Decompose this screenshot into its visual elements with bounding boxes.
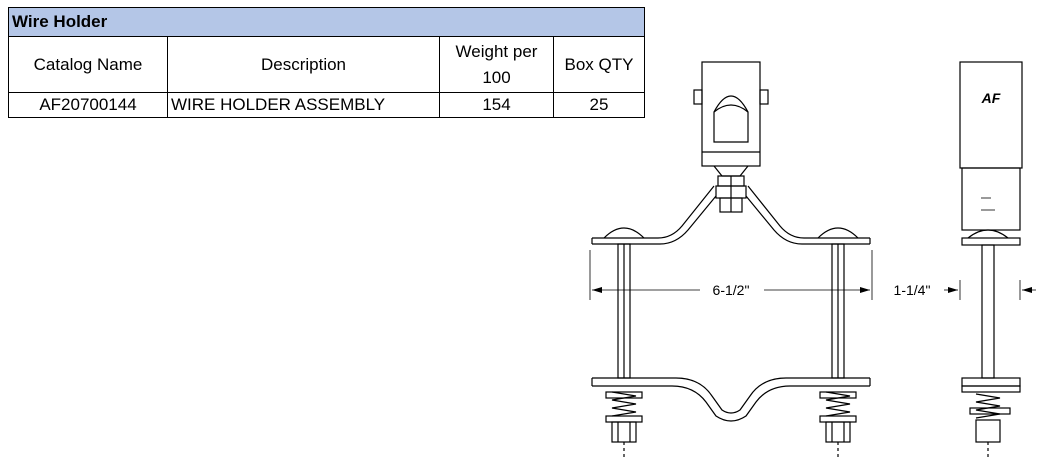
header-catalog-name: Catalog Name bbox=[8, 36, 168, 93]
cell-catalog-name: AF20700144 bbox=[8, 92, 168, 118]
cell-box-qty: 25 bbox=[553, 92, 645, 118]
spec-table: Wire Holder Catalog Name Description Wei… bbox=[8, 7, 645, 118]
cell-weight: 154 bbox=[439, 92, 554, 118]
table-row: AF20700144 WIRE HOLDER ASSEMBLY 154 25 bbox=[8, 92, 645, 118]
head-nut bbox=[715, 175, 747, 213]
side-bolt bbox=[981, 244, 995, 379]
top-strap bbox=[591, 185, 871, 245]
side-head: AF bbox=[959, 61, 1023, 231]
left-spring bbox=[605, 391, 643, 458]
side-strap-top bbox=[961, 229, 1021, 246]
front-dimension-label: 6-1/2" bbox=[713, 282, 750, 298]
dimension-front: 6-1/2" bbox=[589, 250, 873, 300]
header-box-qty: Box QTY bbox=[553, 36, 645, 93]
front-view: 6-1/2" bbox=[589, 61, 873, 458]
af-logo-text: AF bbox=[981, 90, 1001, 106]
side-dimension-label: 1-1/4" bbox=[894, 282, 931, 298]
table-title: Wire Holder bbox=[8, 7, 645, 37]
right-bolt bbox=[831, 243, 845, 379]
cell-description: WIRE HOLDER ASSEMBLY bbox=[167, 92, 440, 118]
wire-holder-drawing: 6-1/2" AF bbox=[589, 61, 1036, 458]
header-description: Description bbox=[167, 36, 440, 93]
header-weight-line2: 100 bbox=[482, 67, 511, 87]
side-view: AF 1-1/4" bbox=[894, 61, 1036, 458]
bottom-strap bbox=[591, 377, 871, 422]
holder-head bbox=[693, 61, 769, 177]
right-spring bbox=[819, 391, 857, 458]
left-dome bbox=[603, 227, 645, 239]
header-weight-line1: Weight per bbox=[455, 41, 538, 61]
right-dome bbox=[817, 227, 859, 239]
dimension-side: 1-1/4" bbox=[894, 280, 1036, 300]
header-weight: Weight per 100 bbox=[439, 36, 554, 93]
side-strap-bottom bbox=[961, 377, 1021, 458]
left-bolt bbox=[617, 243, 631, 379]
